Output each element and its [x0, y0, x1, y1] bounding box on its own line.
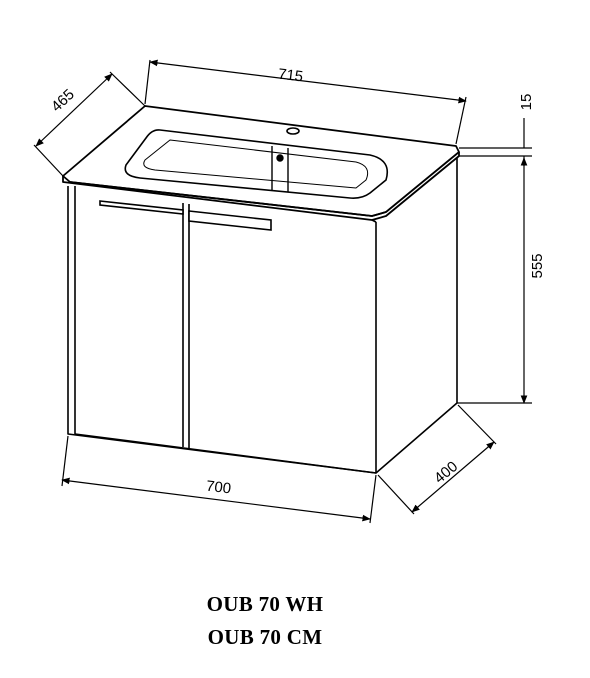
basin-inner-bowl — [143, 139, 369, 189]
dim-depth-ext-front — [377, 474, 415, 515]
dim-top-depth-ext-top — [109, 71, 146, 107]
dimension-lines — [33, 59, 532, 524]
dimension-labels: 715 465 15 555 700 400 — [48, 66, 546, 498]
dim-top-width-ext-right — [455, 96, 467, 145]
dim-top-width-label: 715 — [277, 66, 304, 86]
dim-width-ext-left — [61, 435, 69, 487]
model-code-cream: OUB 70 CM — [207, 625, 323, 649]
dim-height-label: 555 — [529, 253, 546, 278]
dim-top-width-line — [149, 59, 467, 104]
handle-left — [99, 200, 184, 215]
dim-depth-label: 400 — [431, 458, 461, 487]
countertop — [62, 105, 460, 223]
basin-outer-rim — [124, 129, 389, 199]
dim-depth-line — [411, 441, 495, 513]
dim-depth-ext-back — [457, 404, 497, 445]
door-handles — [99, 200, 272, 231]
dim-top-depth-ext-bottom — [33, 144, 64, 177]
cabinet-front — [67, 186, 377, 474]
basin — [124, 127, 389, 199]
dim-width-ext-right — [369, 474, 377, 524]
countertop-front-edge — [69, 181, 387, 217]
handle-right — [188, 210, 272, 231]
countertop-side-edge — [371, 219, 377, 223]
dim-width-label: 700 — [205, 478, 232, 498]
basin-overflow-hole — [276, 154, 284, 162]
cabinet-side — [375, 158, 458, 474]
door-bottom-line — [74, 433, 377, 474]
countertop-outline — [62, 105, 460, 217]
dim-thickness-label: 15 — [518, 94, 535, 111]
model-code-white: OUB 70 WH — [206, 592, 324, 616]
dim-top-depth-line — [35, 73, 113, 147]
dim-top-width-ext-left — [144, 59, 151, 105]
tap-hole — [286, 127, 300, 135]
countertop-thickness-line — [62, 152, 460, 221]
basin-overflow — [271, 146, 289, 192]
dim-width-line — [61, 477, 371, 522]
